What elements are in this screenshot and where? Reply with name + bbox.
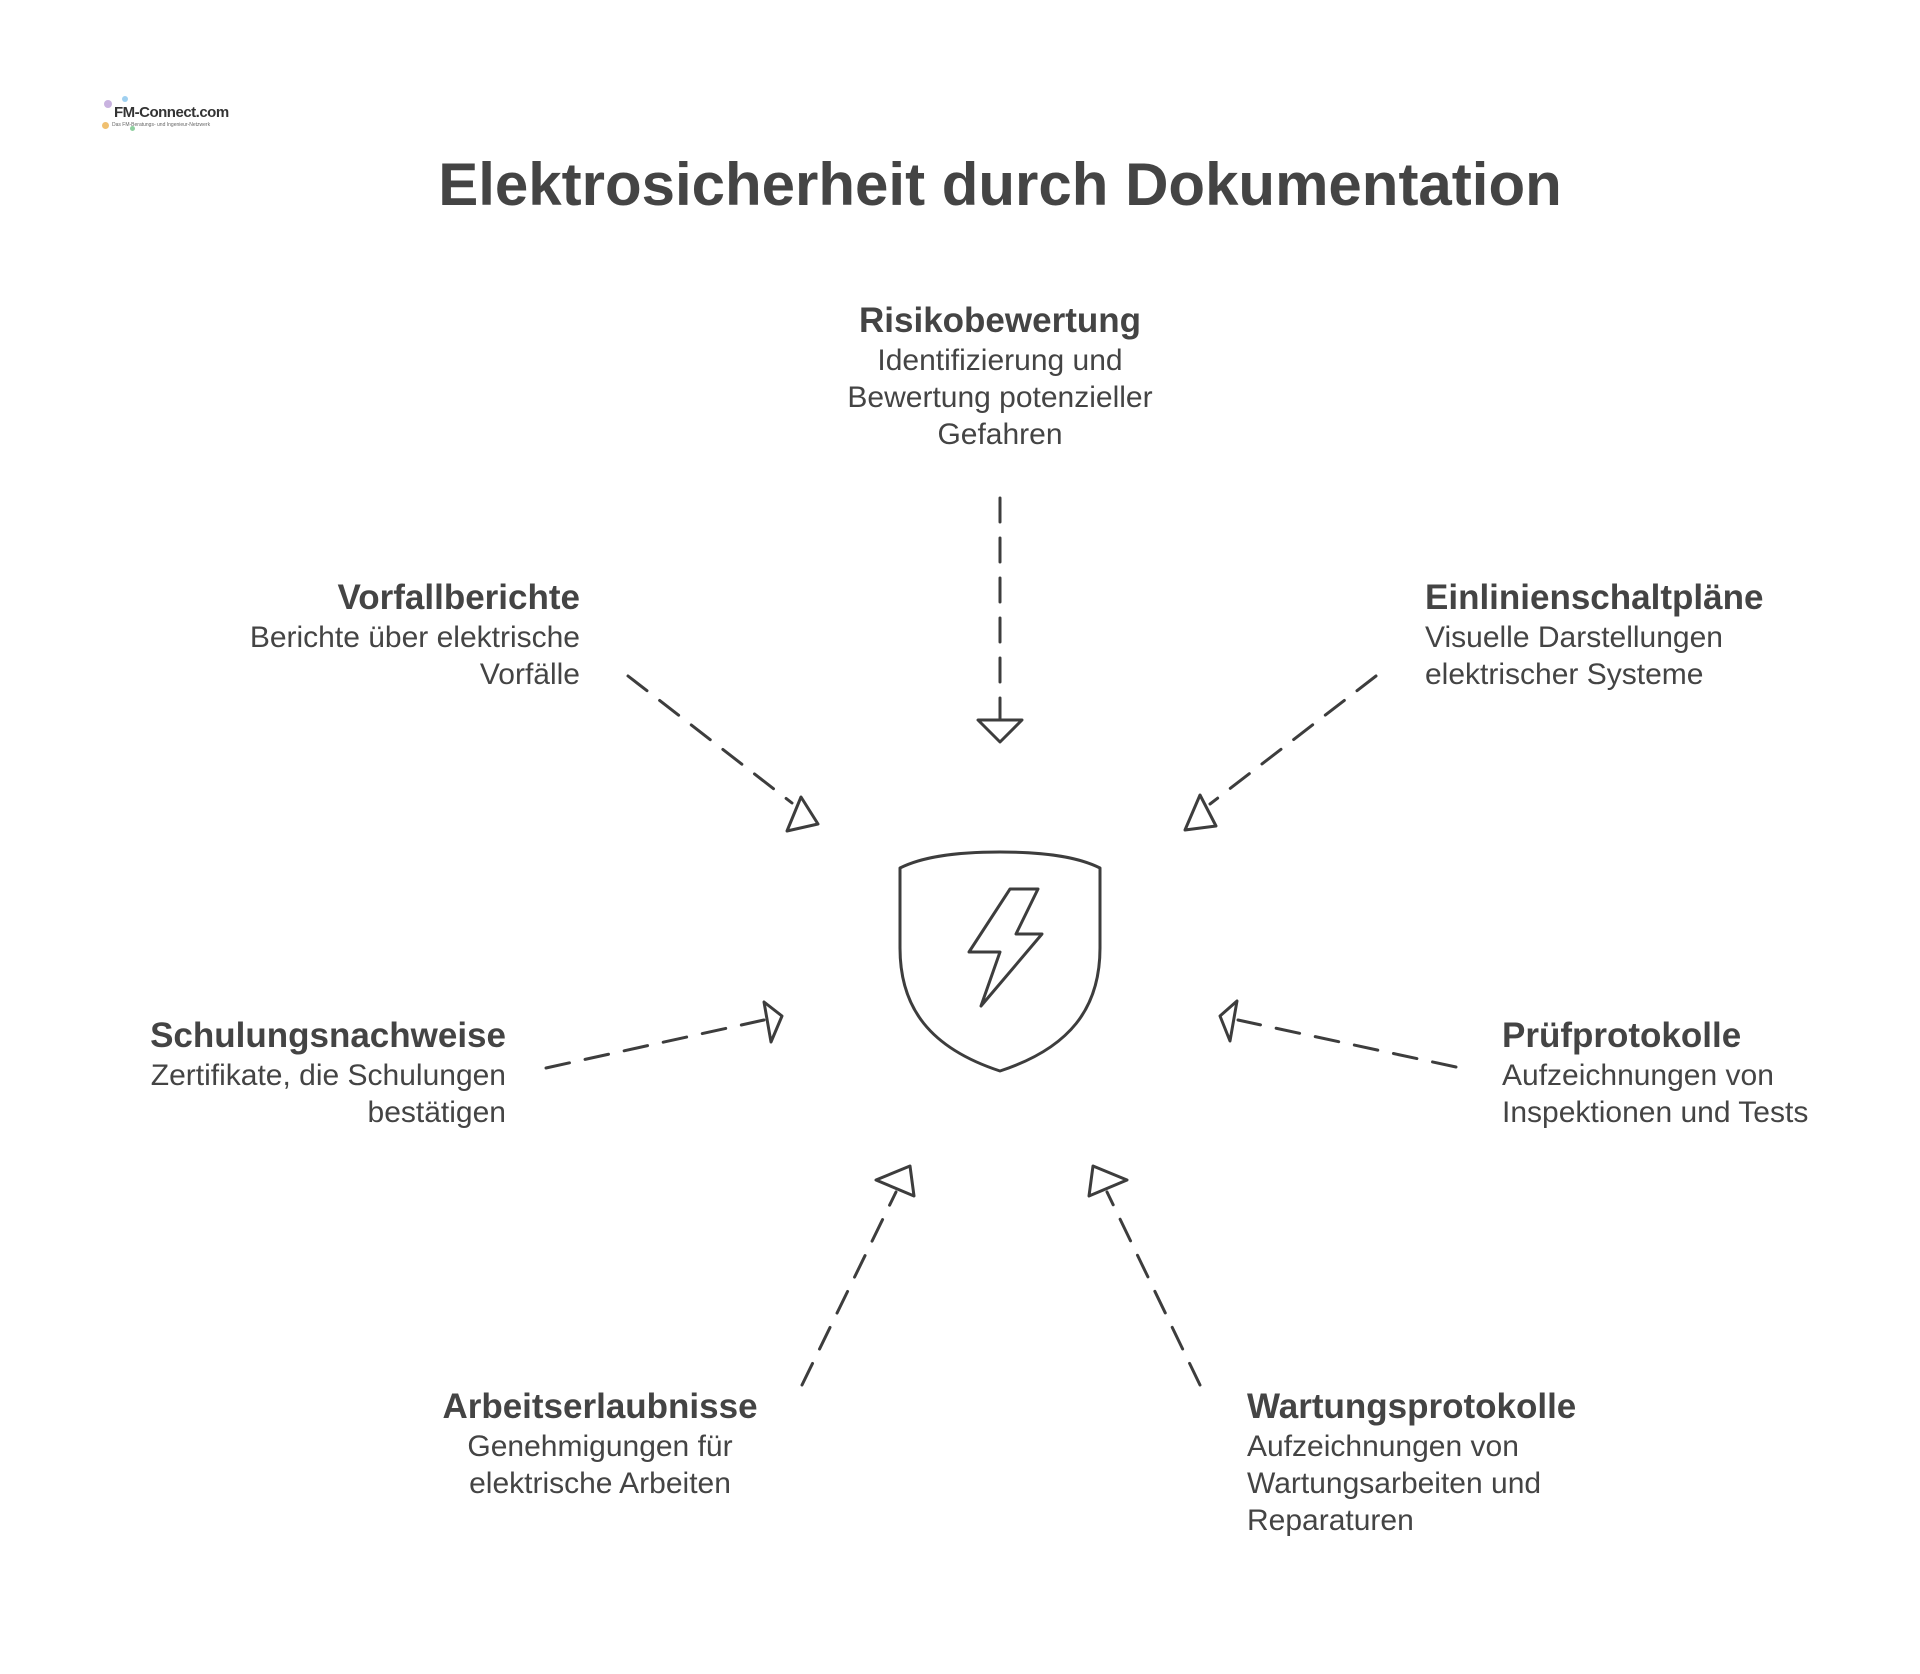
node-wartungsprotokolle: Wartungsprotokolle Aufzeichnungen von Wa…	[1247, 1386, 1667, 1539]
page-title: Elektrosicherheit durch Dokumentation	[438, 151, 1562, 218]
node-description: Aufzeichnungen von Inspektionen und Test…	[1502, 1059, 1809, 1129]
node-label: Risikobewertung	[859, 301, 1141, 340]
node-description: Zertifikate, die Schulungen bestätigen	[150, 1059, 506, 1129]
node-vorfallberichte: Vorfallberichte Berichte über elektrisch…	[120, 577, 580, 693]
node-label: Einlinienschaltpläne	[1425, 578, 1764, 617]
fm-connect-logo: FM-Connect.com Das FM-Beratungs- und Ing…	[100, 96, 229, 136]
node-description: Genehmigungen für elektrische Arbeiten	[467, 1430, 733, 1500]
node-description: Berichte über elektrische Vorfälle	[249, 621, 580, 691]
arrow-risk	[976, 496, 1024, 744]
node-description: Aufzeichnungen von Wartungsarbeiten und …	[1247, 1430, 1542, 1537]
node-arbeitserlaubnisse: Arbeitserlaubnisse Genehmigungen für ele…	[400, 1386, 800, 1502]
node-label: Prüfprotokolle	[1502, 1016, 1742, 1055]
logo-subtext: Das FM-Beratungs- und Ingenieur-Netzwerk	[112, 122, 211, 128]
node-description: Identifizierung und Bewertung potenziell…	[847, 344, 1153, 451]
logo-text: FM-Connect.com	[114, 104, 229, 121]
node-risikobewertung: Risikobewertung Identifizierung und Bewe…	[780, 300, 1220, 453]
node-schulungsnachweise: Schulungsnachweise Zertifikate, die Schu…	[40, 1015, 506, 1131]
arrow-maintenance	[1087, 1164, 1202, 1387]
arrow-test	[1218, 999, 1458, 1069]
node-label: Arbeitserlaubnisse	[442, 1387, 758, 1426]
shield-lightning-icon	[898, 850, 1102, 1073]
arrow-training	[544, 1000, 784, 1070]
arrow-incident	[626, 674, 820, 833]
node-label: Schulungsnachweise	[150, 1016, 506, 1055]
arrow-diagram	[1183, 674, 1378, 832]
node-description: Visuelle Darstellungen elektrischer Syst…	[1425, 621, 1723, 691]
arrow-permit	[800, 1164, 916, 1387]
node-label: Vorfallberichte	[337, 578, 580, 617]
node-einlinienschaltplaene: Einlinienschaltpläne Visuelle Darstellun…	[1425, 577, 1865, 693]
node-label: Wartungsprotokolle	[1247, 1387, 1577, 1426]
node-pruefprotokolle: Prüfprotokolle Aufzeichnungen von Inspek…	[1502, 1015, 1902, 1131]
